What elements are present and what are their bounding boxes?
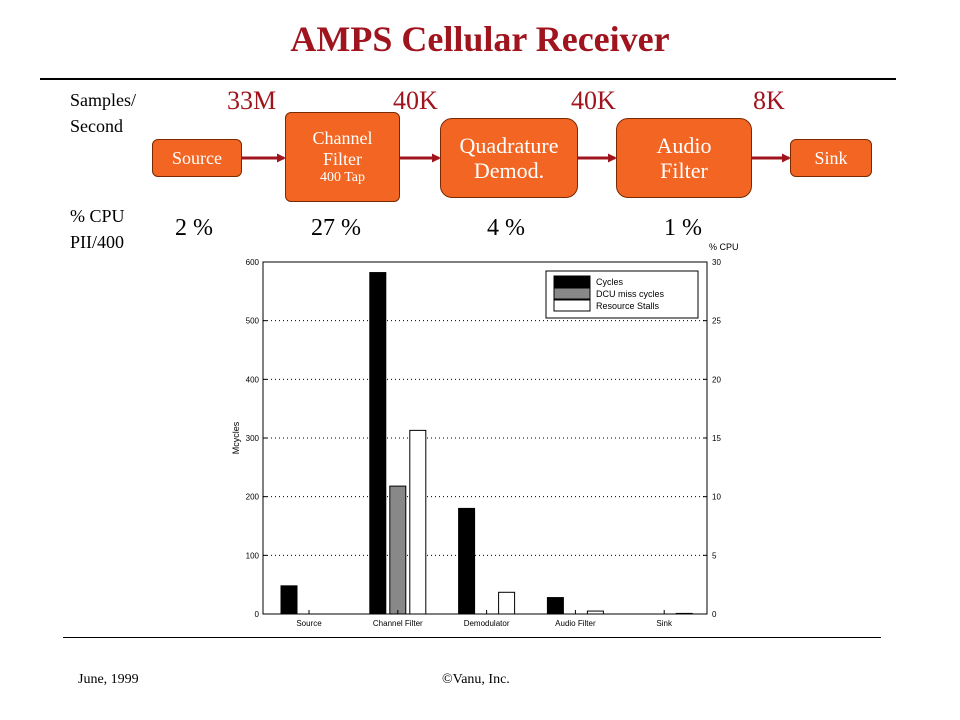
- y2-axis-label: % CPU: [709, 242, 739, 252]
- title-divider: [40, 78, 896, 80]
- footer-divider: [63, 637, 881, 638]
- legend-entry: DCU miss cycles: [596, 289, 665, 299]
- cpu-label-line2: PII/400: [70, 232, 124, 252]
- x-tick-label: Sink: [656, 619, 673, 628]
- y-tick-label: 600: [246, 258, 260, 267]
- bar: [586, 610, 604, 615]
- rate-demodulator: 40K: [571, 86, 616, 115]
- cpu-label-line1: % CPU: [70, 206, 125, 226]
- footer-copyright: ©Vanu, Inc.: [442, 672, 510, 687]
- x-tick-label: Source: [296, 619, 322, 628]
- bar: [546, 597, 564, 615]
- legend-entry: Cycles: [596, 277, 624, 287]
- rate-source: 33M: [227, 86, 277, 115]
- block-audio-line2: Filter: [660, 158, 708, 183]
- block-channel-line2: Filter: [323, 148, 362, 169]
- block-sink-label: Sink: [814, 147, 848, 168]
- y2-tick-label: 0: [712, 610, 717, 619]
- block-quadrature-demod: Quadrature Demod.: [440, 118, 578, 198]
- cpu-channel-filter: 27 %: [311, 215, 361, 241]
- block-sink: Sink: [790, 139, 872, 177]
- bar: [389, 485, 407, 615]
- block-quad-line1: Quadrature: [459, 132, 559, 158]
- rate-channel-filter: 40K: [393, 86, 438, 115]
- legend-entry: Resource Stalls: [596, 301, 660, 311]
- x-tick-label: Channel Filter: [373, 619, 423, 628]
- y-tick-label: 0: [255, 610, 260, 619]
- x-tick-label: Demodulator: [464, 619, 510, 628]
- bar: [498, 591, 516, 615]
- legend-swatch: [553, 275, 591, 288]
- footer-date: June, 1999: [78, 672, 139, 687]
- block-source: Source: [152, 139, 242, 177]
- legend-swatch: [553, 287, 591, 300]
- bar: [280, 585, 298, 615]
- y-tick-label: 100: [246, 551, 260, 560]
- cpu-source: 2 %: [175, 215, 213, 241]
- cpu-audio-filter: 1 %: [664, 215, 702, 241]
- cpu-label: % CPU PII/400: [70, 203, 125, 255]
- block-source-label: Source: [172, 147, 222, 168]
- y2-tick-label: 10: [712, 493, 721, 502]
- bar: [409, 429, 427, 615]
- cpu-demodulator: 4 %: [487, 215, 525, 241]
- x-tick-label: Audio Filter: [555, 619, 596, 628]
- y2-tick-label: 20: [712, 375, 721, 384]
- y2-tick-label: 15: [712, 434, 721, 443]
- bar: [369, 272, 387, 615]
- y-tick-label: 400: [246, 375, 260, 384]
- bar: [675, 612, 693, 615]
- y2-tick-label: 25: [712, 317, 721, 326]
- block-channel-line3: 400 Tap: [319, 169, 366, 185]
- legend-swatch: [553, 299, 591, 312]
- block-audio-filter: Audio Filter: [616, 118, 752, 198]
- block-channel-filter: Channel Filter 400 Tap: [285, 112, 400, 202]
- block-channel-line1: Channel: [312, 128, 373, 149]
- page-title: AMPS Cellular Receiver: [290, 19, 670, 59]
- y-axis-label: Mcycles: [231, 421, 241, 454]
- block-quad-line2: Demod.: [473, 158, 545, 183]
- samples-label: Samples/ Second: [70, 87, 136, 139]
- samples-label-line2: Second: [70, 116, 123, 136]
- y-tick-label: 200: [246, 493, 260, 502]
- y2-tick-label: 5: [712, 551, 717, 560]
- y-tick-label: 500: [246, 317, 260, 326]
- y2-tick-label: 30: [712, 258, 721, 267]
- rate-audio-filter: 8K: [753, 86, 785, 115]
- bar: [458, 507, 476, 615]
- y-tick-label: 300: [246, 434, 260, 443]
- samples-label-line1: Samples/: [70, 90, 136, 110]
- mcycles-bar-chart: 0 100 200 300 400 500 600 0 5 10 15 20 25 30 Source C…: [231, 242, 739, 628]
- block-audio-line1: Audio: [656, 132, 712, 158]
- flow-arrows: [242, 153, 791, 163]
